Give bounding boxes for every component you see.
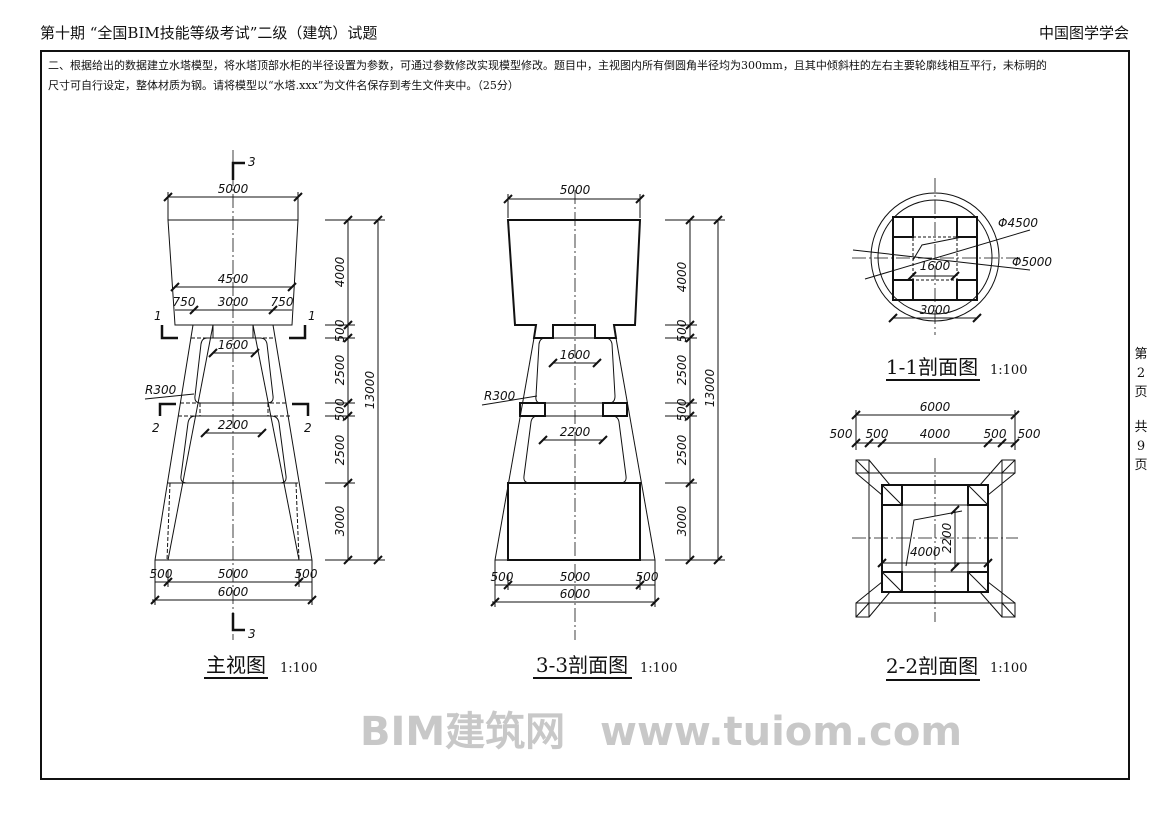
dim-square-3000: 3000 [920,303,951,317]
page-number: 2 [1136,366,1146,381]
dim-opening-upper: 1600 [560,348,591,362]
view-scale-2-2: 1:100 [990,661,1027,676]
dim-h-base: 3000 [333,505,347,536]
dim-h-plate: 500 [675,319,689,342]
view-scale-3-3: 1:100 [640,661,677,676]
view-title-3-3: 3-3剖面图 [536,653,628,677]
dim-diameter-5000: Φ5000 [1012,255,1052,269]
dim-inner-2200: 2200 [940,522,954,553]
page-indicator: 第 2 页 共 9 页 [1133,345,1149,475]
radius-label: R300 [484,389,516,403]
dim-h-upper: 2500 [675,354,689,385]
total-pages: 9 [1136,439,1146,454]
dim-side-left: 750 [173,295,196,309]
dim-b-total: 6000 [218,585,249,599]
section-mark-2-right: 2 [304,421,312,435]
section-mark-3-bottom: 3 [248,627,256,641]
drawing-frame [40,50,1130,780]
dim-top-width: 5000 [560,183,591,197]
dim-b-left: 500 [491,570,514,584]
dim-h-lower: 2500 [675,434,689,465]
dim-500-a: 500 [830,427,853,441]
dim-mid-4000: 4000 [920,427,951,441]
question-text-line-2: 尺寸可自行设定，整体材质为钢。请将模型以“水塔.xxx”为文件名保存到考生文件夹… [48,79,519,92]
dim-middle: 3000 [218,295,249,309]
section-1-1-view: Φ4500 Φ5000 1600 3000 1-1剖面图 1:100 [852,178,1052,381]
watermark: BIM建筑网 www.tuiom.com [360,709,962,755]
section-mark-1-right: 1 [308,309,316,323]
dim-top-width: 5000 [218,182,249,196]
dim-opening-upper: 1600 [218,338,249,352]
section-mark-3-top: 3 [248,155,256,169]
dim-b-left: 500 [150,567,173,581]
question-text-line-1: 二、根据给出的数据建立水塔模型，将水塔顶部水柜的半径设置为参数，可通过参数修改实… [48,59,1047,72]
dim-h-lower: 2500 [333,434,347,465]
main-view: 5000 4500 750 3000 750 1600 2200 R300 1 … [144,150,385,679]
watermark-line-1: BIM建筑网 [360,709,565,755]
dim-h-band: 500 [333,398,347,421]
section-2-2-view: 6000 500 500 4000 500 500 2200 4000 2-2剖… [830,400,1041,681]
dim-side-right: 750 [271,295,294,309]
dim-h-tank: 4000 [675,261,689,292]
dim-b-mid: 5000 [218,567,249,581]
dim-b-total: 6000 [560,587,591,601]
page-prefix: 第 [1134,347,1148,362]
page-unit: 页 [1134,385,1148,400]
dim-500-d: 500 [1018,427,1041,441]
radius-label: R300 [145,383,177,397]
organization-name: 中国图学学会 [1038,24,1129,42]
dim-inner-1600: 1600 [920,259,951,273]
view-scale-main: 1:100 [280,661,317,676]
dim-b-mid: 5000 [560,570,591,584]
dim-500-c: 500 [984,427,1007,441]
total-prefix: 共 [1134,420,1148,435]
watermark-line-2: www.tuiom.com [600,709,962,755]
dim-h-band: 500 [675,398,689,421]
dim-h-upper: 2500 [333,354,347,385]
dim-h-base: 3000 [675,505,689,536]
section-mark-2-left: 2 [152,421,160,435]
dim-b-right: 500 [636,570,659,584]
dim-total-6000: 6000 [920,400,951,414]
section-3-3-view: 5000 1600 2200 R300 4000 500 2500 500 25… [481,183,725,679]
view-title-1-1: 1-1剖面图 [886,355,978,379]
dim-h-tank: 4000 [333,256,347,287]
dim-h-total: 13000 [363,371,377,410]
dim-diameter-4500: Φ4500 [998,216,1038,230]
view-title-main: 主视图 [206,653,266,677]
exam-title: 第十期 “全国BIM技能等级考试”二级（建筑）试题 [40,24,378,42]
total-unit: 页 [1134,458,1148,473]
view-scale-1-1: 1:100 [990,363,1027,378]
section-mark-1-left: 1 [154,309,162,323]
dim-h-plate: 500 [333,319,347,342]
dim-500-b: 500 [866,427,889,441]
dim-tank-bottom: 4500 [218,272,249,286]
view-title-2-2: 2-2剖面图 [886,654,978,678]
dim-inner-4000: 4000 [910,545,941,559]
dim-b-right: 500 [295,567,318,581]
dim-opening-lower: 2200 [560,425,591,439]
dim-opening-lower: 2200 [218,418,249,432]
dim-h-total: 13000 [703,369,717,408]
